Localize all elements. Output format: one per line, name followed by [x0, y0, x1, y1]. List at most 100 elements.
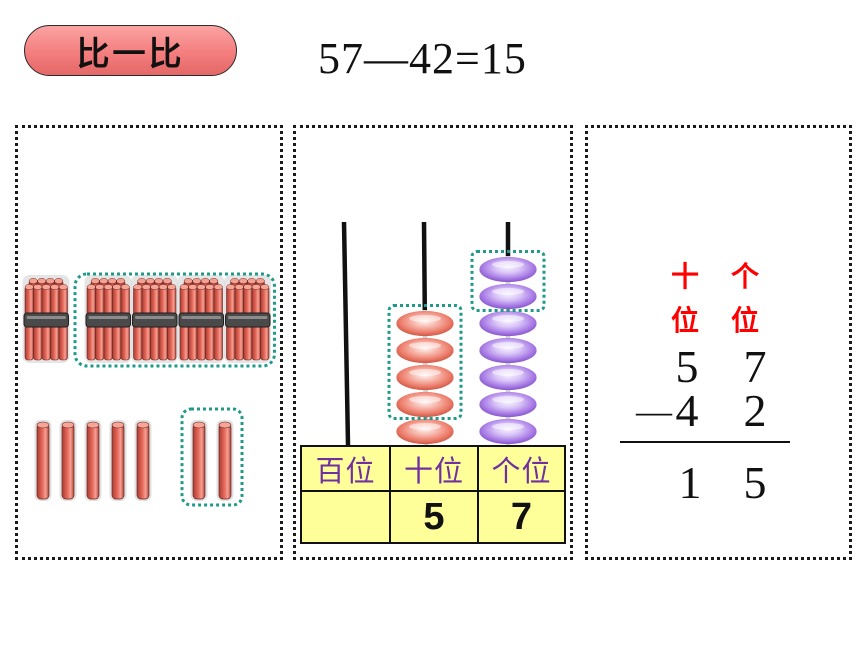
bead-highlight	[409, 396, 441, 403]
bundle-band	[23, 312, 69, 328]
bundle-stick-end	[28, 278, 38, 284]
bead-highlight	[409, 342, 441, 349]
place-value-header-row: 百位 十位 个位	[300, 445, 566, 492]
ones-bead	[478, 364, 538, 391]
tens-place-header: 十位	[389, 445, 479, 492]
bead-body	[478, 418, 538, 445]
bundle-stick-end	[209, 278, 219, 284]
stick-body	[136, 423, 150, 500]
bundle-stick-end	[255, 278, 265, 284]
bundle-stick-end	[238, 278, 248, 284]
subtrahend-tens-digit: 4	[675, 385, 699, 436]
ones-bead	[478, 337, 538, 364]
bead-highlight	[409, 315, 441, 322]
bundle-stick-end	[196, 284, 206, 290]
single-stick	[59, 420, 77, 501]
bead-highlight	[492, 315, 524, 322]
abacus-illustration	[341, 221, 546, 446]
bundle-band	[132, 312, 178, 328]
stick-body	[36, 423, 50, 500]
bundle-stick-end	[200, 278, 210, 284]
ones-bead	[478, 256, 538, 283]
bundle-stick-end	[192, 278, 202, 284]
bundle-band-highlight	[228, 316, 268, 319]
bead-highlight	[492, 369, 524, 376]
bundle-stick-end	[179, 284, 189, 290]
sticks-group	[22, 272, 276, 507]
bead-body	[478, 391, 538, 418]
bundle-stick-end	[58, 284, 68, 290]
minus-sign: —	[636, 391, 672, 431]
bead-body	[395, 418, 455, 445]
minuend-ones-digit: 7	[743, 341, 767, 392]
bead-body	[395, 364, 455, 391]
stick-end	[61, 421, 75, 429]
result-rule-line	[620, 441, 790, 443]
tens-bead-taken-outline	[387, 304, 463, 420]
tens-bead	[395, 418, 455, 445]
bundle-stick-end	[234, 284, 244, 290]
stick-end	[86, 421, 100, 429]
stick-end	[136, 421, 150, 429]
bundle-stick-end	[99, 278, 109, 284]
bundle-stick-end	[33, 284, 43, 290]
stick-body	[218, 423, 232, 500]
counting-sticks-illustration	[22, 272, 276, 507]
bundle-stick-end	[103, 284, 113, 290]
bead-body	[395, 337, 455, 364]
bundle-stick-end	[226, 284, 236, 290]
bundle-stick-end	[167, 284, 177, 290]
bead-body	[478, 256, 538, 283]
bundle-band-highlight	[135, 316, 175, 319]
bundle-stick-end	[120, 284, 130, 290]
hundreds-place-value	[300, 490, 391, 544]
single-stick	[134, 420, 152, 501]
abacus-panel	[293, 125, 573, 560]
ten-stick-bundle-taken-away	[131, 275, 178, 363]
place-value-digit-row: 5 7	[300, 490, 566, 544]
place-value-table: 百位 十位 个位 5 7	[300, 445, 566, 544]
single-stick-taken-away	[190, 420, 208, 501]
stick-end	[111, 421, 125, 429]
bundle-stick-end	[188, 284, 198, 290]
tens-bead	[395, 364, 455, 391]
bundle-stick-end	[150, 284, 160, 290]
bundle-stick-end	[24, 284, 34, 290]
bundle-band-highlight	[181, 316, 221, 319]
bead-highlight	[409, 423, 441, 430]
sticks-panel	[15, 125, 283, 560]
bead-highlight	[492, 288, 524, 295]
bundle-stick-end	[86, 284, 96, 290]
bead-body	[478, 337, 538, 364]
bead-highlight	[492, 261, 524, 268]
bundle-stick-end	[116, 278, 126, 284]
ones-column-label-top: 个	[730, 260, 759, 293]
ones-column-label-bottom: 位	[730, 304, 759, 337]
bundle-stick-end	[183, 278, 193, 284]
compare-title-badge: 比一比	[24, 25, 237, 76]
single-stick-taken-away	[216, 420, 234, 501]
hundreds-rod	[341, 221, 351, 446]
vertical-subtraction-panel	[585, 125, 852, 560]
minuend-tens-digit: 5	[675, 341, 699, 392]
bundle-stick-end	[158, 284, 168, 290]
stick-end	[36, 421, 50, 429]
tens-bead	[395, 310, 455, 337]
single-stick	[109, 420, 127, 501]
bead-highlight	[492, 396, 524, 403]
tens-column-label-bottom: 位	[670, 304, 699, 337]
bundle-stick-end	[90, 278, 100, 284]
ones-bead	[478, 391, 538, 418]
ten-stick-bundle-taken-away	[84, 275, 132, 363]
bundle-stick-end	[213, 284, 223, 290]
bead-highlight	[492, 423, 524, 430]
ones-bead-taken-outline	[470, 250, 546, 312]
bead-highlight	[409, 369, 441, 376]
bead-body	[395, 391, 455, 418]
bead-body	[478, 283, 538, 310]
bundle-band	[178, 312, 224, 328]
stick-body	[111, 423, 125, 500]
ten-stick-bundle-taken-away	[224, 275, 271, 363]
tens-bead	[395, 391, 455, 418]
bead-body	[478, 364, 538, 391]
